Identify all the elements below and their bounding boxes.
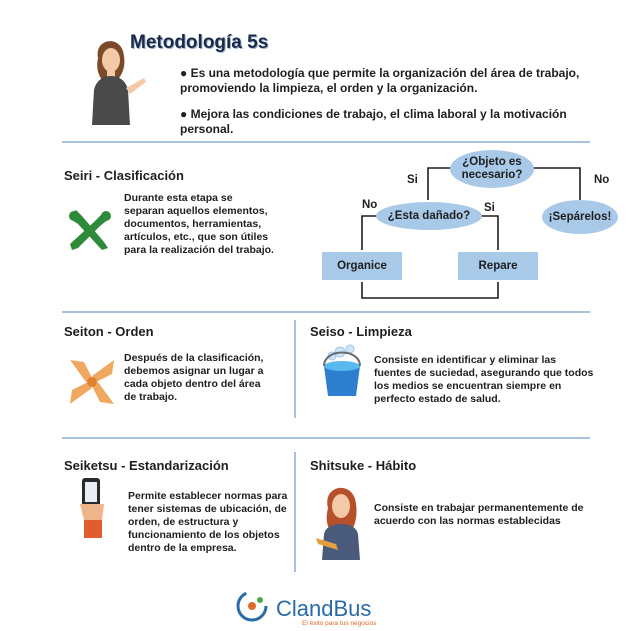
action-organice: Organice (322, 252, 402, 280)
divider-vertical (294, 452, 296, 572)
seiketsu-heading: Seiketsu - Estandarización (64, 458, 229, 473)
label-no-2: No (362, 199, 378, 211)
seiso-heading: Seiso - Limpieza (310, 324, 412, 339)
intro-bullet-2: ● Mejora las condiciones de trabajo, el … (180, 107, 567, 136)
divider (62, 311, 590, 313)
woman-reading-illustration (316, 487, 360, 560)
seiton-heading: Seiton - Orden (64, 324, 154, 339)
brand-name: ClandBus (276, 596, 372, 621)
brand-tagline: El éxito para tus negocios (302, 620, 377, 627)
seiri-description: Durante esta etapa se separan aquellos e… (124, 192, 274, 256)
question-esta-danado: ¿Esta dañado? (376, 202, 482, 230)
tools-icon (69, 210, 111, 250)
shitsuke-heading: Shitsuke - Hábito (310, 458, 417, 473)
intro-bullet-1: ● Es una metodología que permite la orga… (180, 66, 580, 95)
seiso-description: Consiste en identificar y eliminar las f… (374, 354, 594, 405)
label-no-1: No (594, 174, 610, 186)
seiton-description: Después de la clasificación, debemos asi… (124, 352, 264, 403)
action-separelos: ¡Sepárelos! (542, 200, 618, 234)
page-title: Metodología 5s (130, 32, 269, 53)
seiri-heading: Seiri - Clasificación (64, 168, 184, 183)
divider (62, 141, 590, 143)
seiketsu-description: Permite establecer normas para tener sis… (128, 490, 288, 554)
shitsuke-description: Consiste en trabajar permanentemente de … (374, 502, 584, 527)
label-si-2: Si (484, 202, 495, 214)
divider-vertical (294, 320, 296, 418)
phone-hand-icon (80, 478, 104, 538)
question-objeto-necesario: ¿Objeto es necesario? (450, 150, 534, 188)
action-repare: Repare (458, 252, 538, 280)
label-si-1: Si (407, 174, 418, 186)
clandbus-logo-icon (236, 590, 268, 622)
bucket-icon (323, 344, 361, 396)
hands-icon (70, 360, 114, 404)
divider (62, 437, 590, 439)
woman-pointing-illustration (92, 41, 146, 125)
